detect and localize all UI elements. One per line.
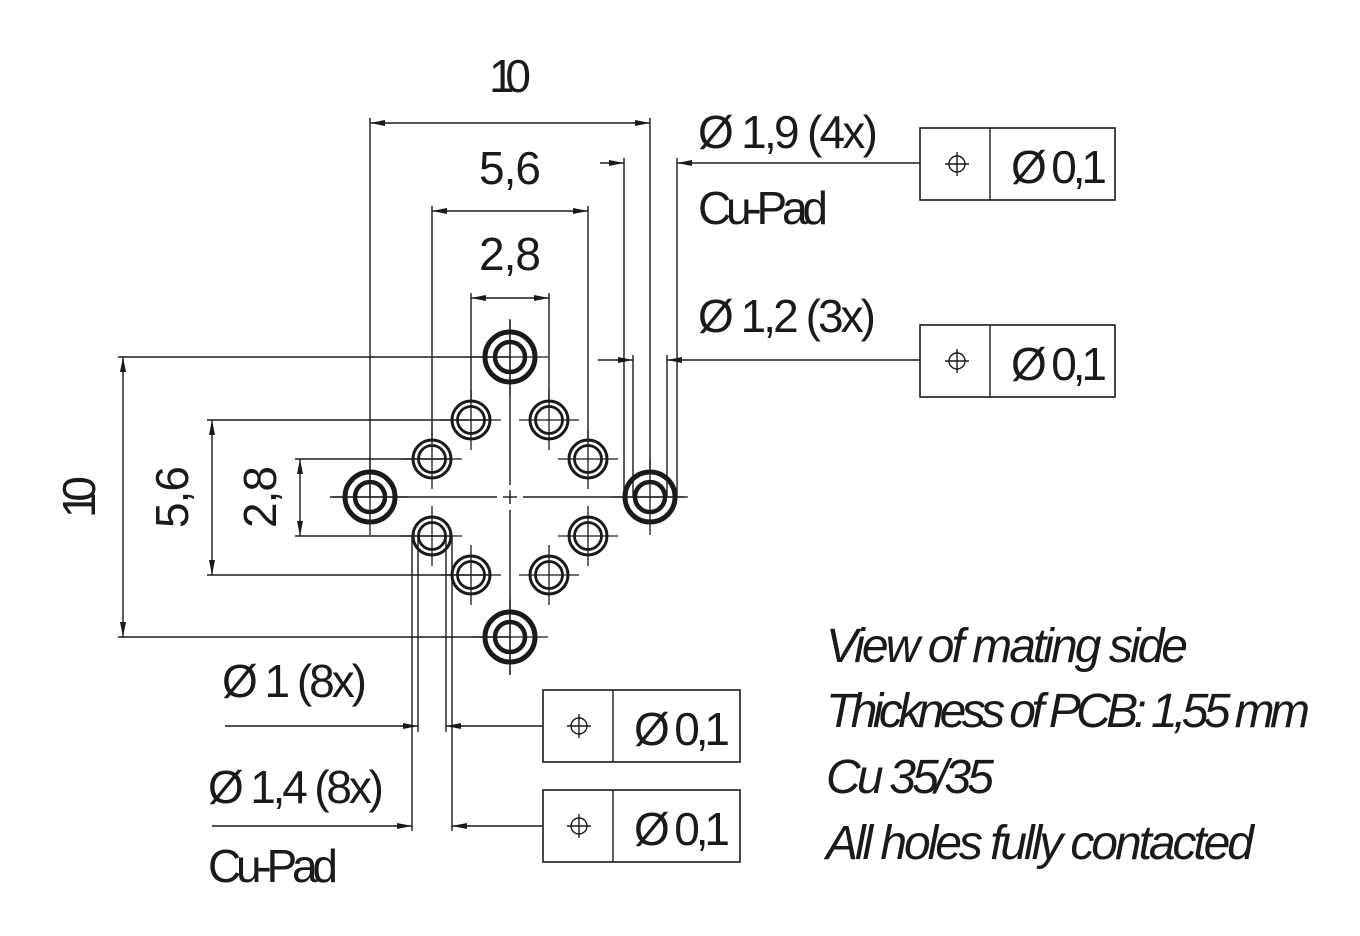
small-hole [519, 390, 579, 450]
tolerance-frame: Ø 0,1 [542, 689, 741, 763]
callout-sublabel: Cu-Pad [698, 182, 828, 234]
dimension-top-5-6: 5,6 [431, 142, 589, 440]
callout-label: Ø 1,2 (3x) [698, 290, 876, 342]
dimension-label: 2,8 [479, 228, 541, 280]
tolerance-value: Ø 0,1 [634, 703, 730, 755]
callout-label: Ø 1,9 (4x) [698, 106, 878, 158]
note-line: Cu 35/35 [826, 751, 994, 804]
small-hole [441, 545, 501, 605]
tolerance-frame: Ø 0,1 [919, 127, 1116, 201]
callout-label: Ø 1 (8x) [222, 655, 367, 707]
note-line: Thickness of PCB: 1,55 mm [826, 685, 1310, 738]
hole-pattern [332, 319, 688, 675]
large-hole [472, 319, 548, 395]
tolerance-frame: Ø 0,1 [542, 789, 741, 863]
dimension-label: 10 [489, 50, 531, 102]
callout-large-hole: Ø 1,2 (3x) Ø 0,1 [598, 290, 1116, 497]
large-hole [332, 459, 408, 535]
position-tolerance-icon [567, 814, 591, 838]
small-hole [519, 545, 579, 605]
small-hole [558, 429, 618, 489]
dimension-label: 10 [53, 476, 105, 518]
note-line: View of mating side [826, 620, 1188, 673]
callout-large-pad: Ø 1,9 (4x) Cu-Pad Ø 0,1 [600, 106, 1116, 497]
dimension-label: 5,6 [146, 466, 198, 528]
tolerance-value: Ø 0,1 [634, 803, 730, 855]
tolerance-frame: Ø 0,1 [919, 324, 1116, 398]
position-tolerance-icon [945, 152, 969, 176]
drawing-notes: View of mating side Thickness of PCB: 1,… [823, 620, 1310, 870]
small-hole [558, 506, 618, 566]
callout-sublabel: Cu-Pad [208, 840, 338, 892]
small-hole [402, 429, 462, 489]
dimension-top-10: 10 [369, 50, 651, 497]
tolerance-value: Ø 0,1 [1011, 338, 1107, 390]
callout-label: Ø 1,4 (8x) [208, 761, 384, 813]
tolerance-value: Ø 0,1 [1011, 141, 1107, 193]
dimension-left-10: 10 [53, 356, 510, 638]
callout-small-hole: Ø 1 (8x) Ø 0,1 [222, 536, 741, 763]
callout-small-pad: Ø 1,4 (8x) Cu-Pad Ø 0,1 [208, 536, 741, 892]
position-tolerance-icon [567, 714, 591, 738]
note-line: All holes fully contacted [823, 817, 1255, 870]
dimension-label: 2,8 [234, 466, 286, 528]
dimension-top-2-8: 2,8 [470, 228, 550, 400]
position-tolerance-icon [945, 349, 969, 373]
large-hole [472, 599, 548, 675]
dimension-left-2-8: 2,8 [234, 458, 450, 537]
small-hole [441, 390, 501, 450]
small-hole [402, 506, 462, 566]
dimension-label: 5,6 [479, 142, 541, 194]
